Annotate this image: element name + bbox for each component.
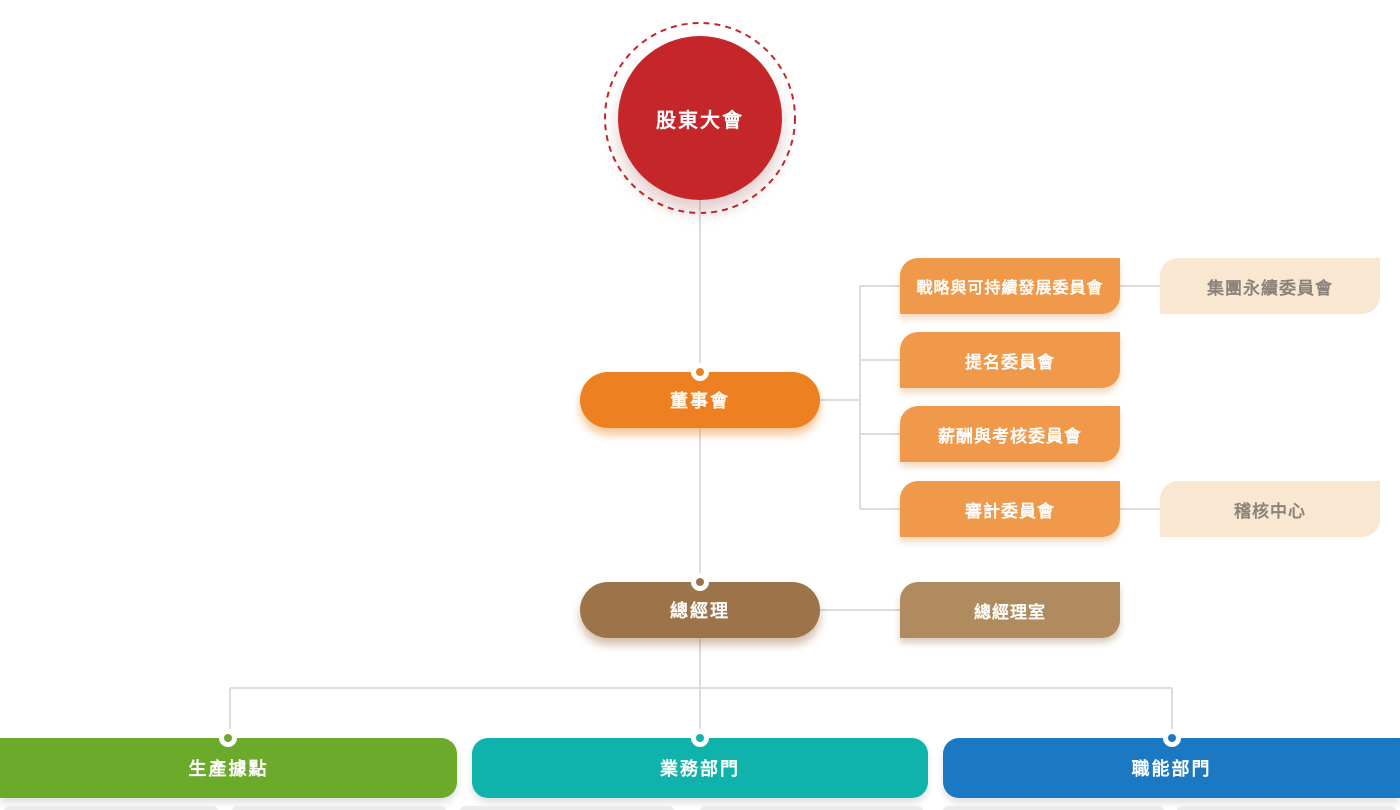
functional-units-connector-dot bbox=[1163, 729, 1181, 747]
department-business-units-label: 業務部門 bbox=[660, 759, 740, 779]
department-production-sites-node: 生產據點 bbox=[0, 738, 457, 798]
production-sites-connector-dot bbox=[219, 729, 237, 747]
group-sustainability-committee-node: 集團永續委員會 bbox=[1160, 258, 1380, 314]
business-units-connector-dot bbox=[691, 729, 709, 747]
group-sustainability-committee-label: 集團永續委員會 bbox=[1207, 278, 1333, 298]
gm-office-label: 總經理室 bbox=[974, 602, 1046, 622]
connector-board-committees bbox=[820, 285, 900, 510]
gm-office-node: 總經理室 bbox=[900, 582, 1120, 638]
committee-strategy-sustainability-label: 戰略與可持續發展委員會 bbox=[916, 280, 1104, 297]
next-row-box-top bbox=[1177, 806, 1396, 810]
next-row-box-top bbox=[232, 806, 446, 810]
shareholders-meeting-label: 股東大會 bbox=[656, 109, 744, 132]
audit-center-label: 稽核中心 bbox=[1234, 501, 1306, 521]
shareholders-meeting-node: 股東大會 bbox=[618, 36, 782, 200]
audit-center-node: 稽核中心 bbox=[1160, 481, 1380, 537]
general-manager-node: 總經理 bbox=[580, 582, 820, 638]
next-row-box-top bbox=[460, 806, 674, 810]
committee-strategy-sustainability-node: 戰略與可持續發展委員會 bbox=[900, 258, 1120, 314]
board-connector-dot bbox=[691, 363, 709, 381]
gm-connector-dot bbox=[691, 573, 709, 591]
next-row-box-top bbox=[4, 806, 218, 810]
board-of-directors-label: 董事會 bbox=[670, 391, 730, 411]
committee-nomination-node: 提名委員會 bbox=[900, 332, 1120, 388]
department-production-sites-label: 生產據點 bbox=[188, 759, 269, 779]
committee-compensation-appraisal-label: 薪酬與考核委員會 bbox=[938, 426, 1082, 446]
board-of-directors-node: 董事會 bbox=[580, 372, 820, 428]
department-business-units-node: 業務部門 bbox=[472, 738, 928, 798]
general-manager-label: 總經理 bbox=[670, 601, 730, 621]
committee-audit-label: 審計委員會 bbox=[965, 501, 1055, 521]
next-row-box-top bbox=[943, 806, 1164, 810]
department-functional-units-label: 職能部門 bbox=[1131, 759, 1212, 779]
committee-nomination-label: 提名委員會 bbox=[965, 352, 1055, 372]
next-row-box-top bbox=[700, 806, 923, 810]
connector-gm-departments bbox=[229, 638, 1173, 738]
committee-compensation-appraisal-node: 薪酬與考核委員會 bbox=[900, 406, 1120, 462]
committee-audit-node: 審計委員會 bbox=[900, 481, 1120, 537]
connector-committee-affiliates bbox=[1120, 285, 1160, 510]
department-functional-units-node: 職能部門 bbox=[943, 738, 1400, 798]
